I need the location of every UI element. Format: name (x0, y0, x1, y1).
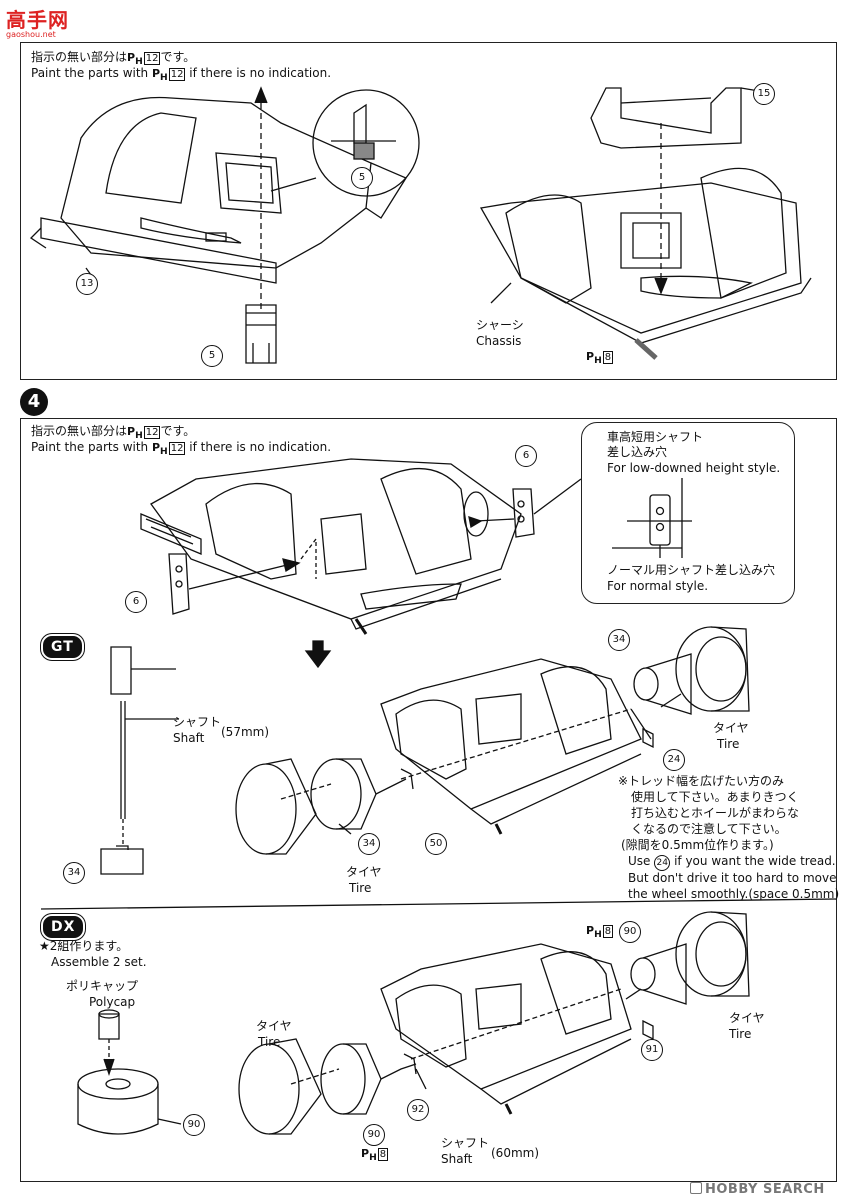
part-34-shaft: 34 (63, 862, 85, 884)
low-height-jp-2: 差し込み穴 (607, 445, 668, 459)
dx-shaft-en: Shaft (441, 1152, 473, 1166)
dx-badge: DX (43, 916, 84, 938)
paint-mark: PH (127, 51, 143, 68)
part-90-polycap: 90 (183, 1114, 205, 1136)
gt-note-jp-5: (隙間を0.5mm位作ります。) (621, 838, 774, 852)
gt-note-en-2: But don't drive it too hard to move (628, 871, 837, 885)
gt-shaft-en: Shaft (173, 731, 205, 745)
chassis-label-jp: シャーシ (476, 318, 524, 332)
site-url: gaoshou.net (6, 30, 56, 39)
gt-note-jp-2: 使用して下さい。あまりきつく (631, 790, 799, 804)
hobbysearch-watermark: HOBBY SEARCH (690, 1182, 825, 1197)
part-5: 5 (201, 345, 223, 367)
gt-note-en-3: the wheel smoothly.(space 0.5mm) (628, 887, 840, 901)
dx-shaft-jp: シャフト (441, 1136, 490, 1150)
gt-badge: GT (43, 636, 82, 658)
part-91: 91 (641, 1039, 663, 1061)
step3-drawing (29, 86, 812, 364)
gt-tire-right-en: Tire (717, 737, 740, 751)
dx-assemble-jp: ★2組作ります。 (39, 939, 129, 953)
part-90-right: 90 (619, 921, 641, 943)
site-logo: 高手网 gaoshou.net (6, 4, 69, 39)
part-34-right: 34 (608, 629, 630, 651)
chassis-label-en: Chassis (476, 334, 522, 348)
callout-drawing (612, 478, 692, 558)
site-logo-text: 高手网 (6, 8, 69, 32)
part-34-left: 34 (358, 833, 380, 855)
polycap-jp: ポリキャップ (66, 979, 139, 993)
part-13: 13 (76, 273, 98, 295)
gt-tire-left-en: Tire (349, 881, 372, 895)
part-15: 15 (753, 83, 775, 105)
step4-drawing (40, 458, 836, 1135)
gt-note-jp-3: 打ち込むとホイールがまわらな (631, 806, 800, 820)
low-height-en: For low-downed height style. (607, 461, 781, 475)
dx-tire-right-en: Tire (729, 1027, 752, 1041)
part-24: 24 (663, 749, 685, 771)
gt-tire-left-jp: タイヤ (346, 865, 382, 879)
dx-assemble-en: Assemble 2 set. (51, 955, 147, 969)
part-90-left: 90 (363, 1124, 385, 1146)
part-92: 92 (407, 1099, 429, 1121)
step-number-4: 4 (20, 388, 48, 416)
gt-shaft-length: (57mm) (221, 725, 270, 739)
dx-tire-left-jp: タイヤ (256, 1019, 292, 1033)
part-6-left: 6 (125, 591, 147, 613)
part-50: 50 (425, 833, 447, 855)
shaft-hole-callout: 車高短用シャフト 差し込み穴 For low-downed height sty… (581, 422, 795, 604)
part-6-right: 6 (515, 445, 537, 467)
part-5-magnified: 5 (351, 167, 373, 189)
gt-note-en-1: Use 24 if you want the wide tread. (628, 854, 836, 871)
low-height-jp-1: 車高短用シャフト (607, 430, 704, 444)
dx-tire-left-en: Tire (258, 1035, 281, 1049)
gt-note-jp-4: くなるので注意して下さい。 (631, 822, 787, 836)
normal-en: For normal style. (607, 579, 709, 593)
hobbysearch-logo-icon (690, 1182, 702, 1194)
gt-shaft-jp: シャフト (173, 715, 222, 729)
dx-shaft-length: (60mm) (491, 1146, 540, 1160)
gt-tire-right-jp: タイヤ (713, 721, 749, 735)
polycap-en: Polycap (89, 995, 136, 1009)
gt-note-jp-1: ※トレッド幅を広げたい方のみ (618, 774, 785, 788)
normal-jp: ノーマル用シャフト差し込み穴 (607, 563, 776, 577)
dx-tire-right-jp: タイヤ (729, 1011, 765, 1025)
